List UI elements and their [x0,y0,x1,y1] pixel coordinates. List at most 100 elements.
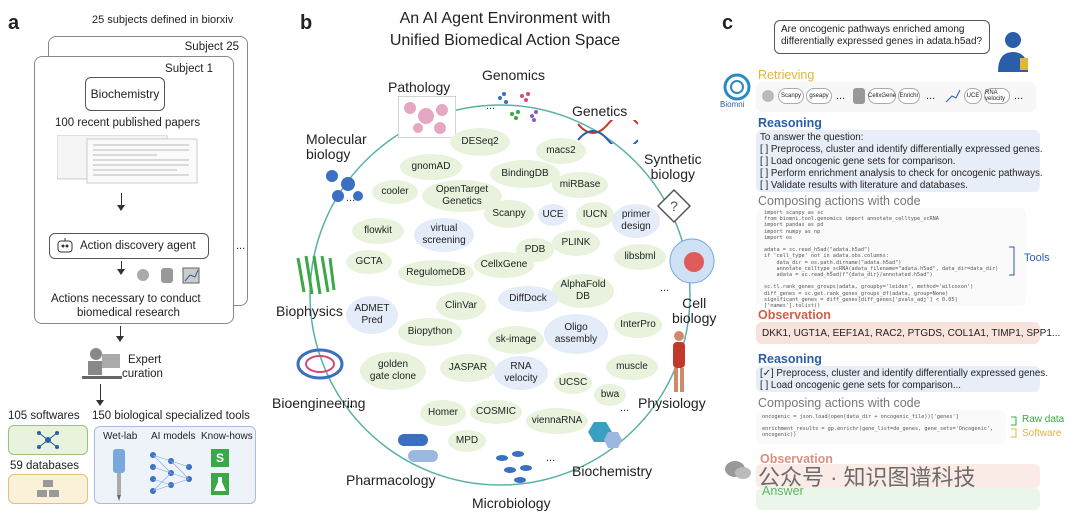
chip-rna-velocity: RNA velocity [984,88,1010,104]
dna-icon [577,120,638,144]
tool-uce: UCE [538,204,568,226]
tool-oligo-assembly: Oligo assembly [544,314,608,354]
panel-c-label: c [722,12,734,34]
retrieving-heading: Retrieving [758,68,815,82]
action-discovery-agent-box: Action discovery agent [49,233,209,259]
tool-cellxgene: CellxGene [474,252,534,278]
biochemistry-box: Biochemistry [85,77,165,111]
tool-golden-gate: golden gate clone [360,352,426,390]
category-molecular: Molecular biology [306,131,367,162]
cell-icon [669,238,715,284]
tool-plink: PLINK [552,230,600,256]
human-body-icon [673,331,685,392]
code-block-2a: oncogenic = json.load(open(data_dir + on… [762,414,959,420]
blocks-icon [37,480,59,497]
retrieving-ellipsis-1: ... [836,90,846,102]
wechat-icon [725,461,751,479]
code-box [756,208,1026,306]
actions-text-1: Actions necessary to conduct [51,293,201,305]
protein-barrel-icon [296,255,336,295]
ellipsis-6: ... [546,452,556,464]
agent-label: Action discovery agent [80,240,196,252]
category-bioengineering: Bioengineering [272,395,366,411]
tool-mpd: MPD [448,430,486,452]
chip-enrichr: Enrichr [898,88,920,104]
tool-interpro: InterPro [614,312,662,338]
panel-b-title-2: Unified Biomedical Action Space [389,32,621,49]
category-pharmacology: Pharmacology [346,472,436,488]
arrow-line-4 [100,384,101,402]
reasoning2-step-2: [ ] Load oncogenic gene sets for compari… [760,380,961,391]
reasoning2-box [756,366,1040,392]
biochemistry-label: Biochemistry [90,87,160,101]
tool-gnomad: gnomAD [400,154,462,180]
tool-jaspar: JASPAR [440,354,496,382]
chart-icon [945,89,961,103]
tools-box: Wet-lab AI models Know-hows S [94,426,256,504]
pills-icon [398,434,438,462]
category-pathology: Pathology [388,79,451,95]
molecule-icon [326,170,363,202]
panel-b-label: b [300,12,313,34]
tool-skimage: sk-image [488,326,544,354]
tool-cooler: cooler [372,180,418,204]
arrow-head-2 [117,269,125,275]
subject-card-front: Subject 1 Biochemistry 100 recent publis… [34,56,234,324]
tool-libsbml: libsbml [614,244,666,270]
ellipsis-5: ... [620,402,630,414]
tool-scanpy: Scanpy [484,200,534,228]
tools-annotation: Tools [1024,252,1050,264]
action-space-circle [309,104,691,486]
composing-heading: Composing actions with code [758,194,921,208]
synthetic-question-icon: ? [656,188,692,224]
arrow-head-1 [117,205,125,211]
tool-flowkit: flowkit [352,218,404,244]
ellipsis-2: ... [346,192,356,204]
script-icon: S [211,449,229,467]
biomni-brand: Biomni [720,100,745,109]
category-synthetic: Synthetic biology [644,151,702,182]
tool-rna-velocity: RNA velocity [494,356,548,390]
genomics-scatter-icon [498,92,538,122]
arrow-head-4 [96,400,104,406]
tool-iucn: IUCN [576,202,614,228]
reasoning-step-4: [ ] Validate results with literature and… [760,180,968,191]
tool-homer: Homer [420,400,466,426]
tool-clinvar: ClinVar [436,292,486,320]
arrow-line-2 [121,261,122,271]
observation-heading: Observation [758,308,831,322]
retrieving-ellipsis-2: ... [926,90,936,102]
ellipsis-1: ... [486,100,496,112]
cards-ellipsis: ... [236,240,246,252]
pathology-slide-icon [398,96,456,138]
tools-title: 150 biological specialized tools [92,410,250,422]
ai-models-label: AI models [151,431,196,442]
flask-icon [211,473,229,495]
observation-box [756,322,1040,344]
databases-count: 59 databases [10,460,80,472]
software-annotation: Software [1022,428,1062,439]
chip-scanpy: Scanpy [778,88,804,104]
reasoning-heading: Reasoning [758,116,822,130]
code-block-1: import scanpy as sc from biomni.tool.gen… [764,210,999,310]
script-glyph: S [215,451,224,465]
tool-regulomedb: RegulomeDB [398,260,474,286]
code-block-2b: enrichment_results = gp.enrichr(gene_lis… [762,426,994,439]
category-biophysics: Biophysics [276,303,343,319]
watermark-text: 公众号 · 知识图谱科技 [758,465,976,490]
arrow-head-3 [116,336,124,342]
question-text: Are oncogenic pathways enriched among di… [781,24,983,47]
biomni-logo-icon [723,73,751,101]
wetlab-label: Wet-lab [103,431,138,442]
code-box-2 [756,410,1006,444]
tool-viennarna: viennaRNA [526,408,588,434]
scientist-icon [998,32,1028,72]
to-answer-text: To answer the question: [760,132,864,143]
chip-gseapy: gseapy [806,88,832,104]
tool-bwa: bwa [594,384,626,406]
tool-ucsc: UCSC [554,372,592,394]
molecule-hex-icon [588,422,622,448]
reasoning-step-1: [ ] Preprocess, cluster and identify dif… [760,144,1043,155]
tool-cosmic: COSMIC [470,400,522,424]
